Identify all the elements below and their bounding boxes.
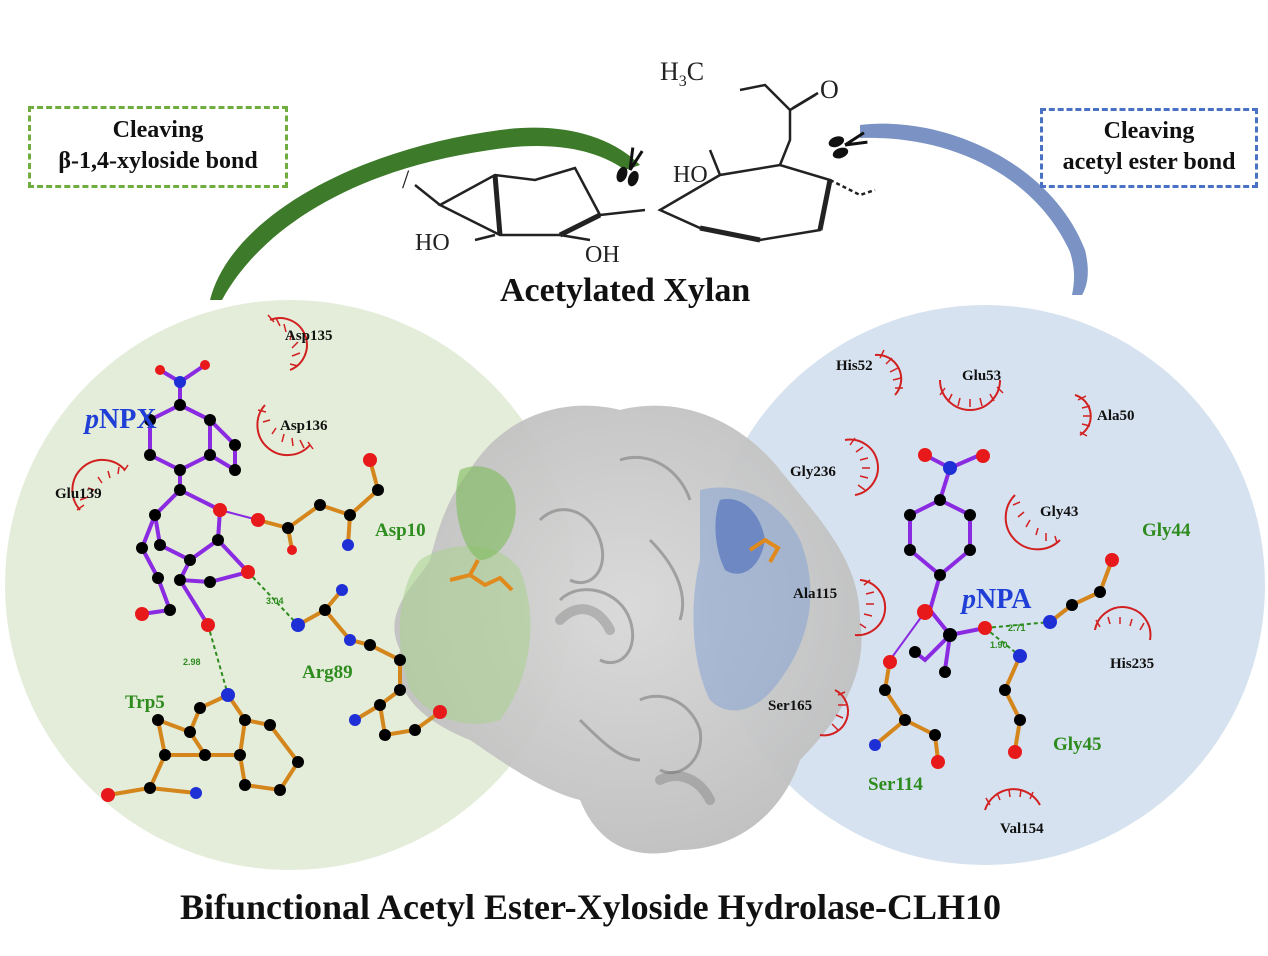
carbonyl-o-label: O [820,75,839,104]
hydrophobic-rays-right [831,349,1145,806]
ho-label-right: HO [673,162,708,188]
residue-asp10: Asp10 [375,520,426,541]
ligand-pnpx-label: pNPX [83,404,157,435]
left-binding-circle [5,300,575,870]
right-gly44-bonds [1048,559,1114,624]
residue-gly45: Gly45 [1053,734,1102,755]
residue-arg89: Arg89 [302,662,353,683]
left-residue-labels: Asp135 Asp136 Glu139 Asp10 Arg89 Trp5 pN… [55,328,426,713]
hbond-distance-left-2: 2.98 [183,657,201,667]
box-right-line1: Cleaving [1103,118,1195,144]
residue-ala50: Ala50 [1097,408,1135,424]
svg-text:/: / [402,165,410,194]
residue-ala115: Ala115 [793,586,837,602]
box-right-line2: acetyl ester bond [1062,149,1236,175]
left-atoms [101,360,447,802]
scissors-icon-left [616,147,644,187]
right-residue-labels: His52 Glu53 Ala50 Gly236 Gly43 Ala115 Hi… [768,358,1191,837]
box-left-line2: β-1,4-xyloside bond [58,148,258,174]
oh-label: OH [585,242,620,268]
left-arc-arrow [210,127,640,301]
residue-gly44: Gly44 [1142,520,1191,541]
cleaving-ester-box: Cleaving acetyl ester bond [1040,108,1258,188]
residue-asp136: Asp136 [280,418,328,434]
residue-ser114: Ser114 [868,774,923,795]
box-left-line1: Cleaving [112,117,204,143]
residue-gly43: Gly43 [1040,504,1078,520]
residue-val154: Val154 [1000,821,1044,837]
protein-surface [394,405,862,854]
hydrophobic-rays-left [76,314,314,511]
hydrophobic-arcs-right [819,353,1152,811]
residue-his52: His52 [836,358,873,374]
residue-his235: His235 [1110,656,1154,672]
residue-asp135: Asp135 [285,328,333,344]
hbond-distance-left-1: 3.04 [266,596,284,606]
cleaving-xyloside-box: Cleaving β-1,4-xyloside bond [28,106,288,188]
ligand-pnpa-label: pNPA [960,584,1032,615]
residue-trp5: Trp5 [125,692,165,713]
residue-glu53: Glu53 [962,368,1001,384]
right-gly45-bonds [1002,655,1023,751]
residue-ser165: Ser165 [768,698,812,714]
residue-gly236: Gly236 [790,464,836,480]
right-arc-arrow [860,123,1088,295]
figure-title: Bifunctional Acetyl Ester-Xyloside Hydro… [180,887,1001,927]
hbond-distance-right-2: 1.90 [990,640,1008,650]
hbond-distance-right-1: 2.71 [1008,623,1026,633]
hydrophobic-arcs-left [71,317,311,511]
substrate-title: Acetylated Xylan [500,272,751,309]
ch3-label: H3C [660,57,704,90]
right-atoms [869,448,1119,769]
xylan-structure [414,83,876,243]
scissors-icon-right [828,131,868,159]
residue-glu139: Glu139 [55,486,102,502]
ho-label-left: HO [415,230,450,256]
